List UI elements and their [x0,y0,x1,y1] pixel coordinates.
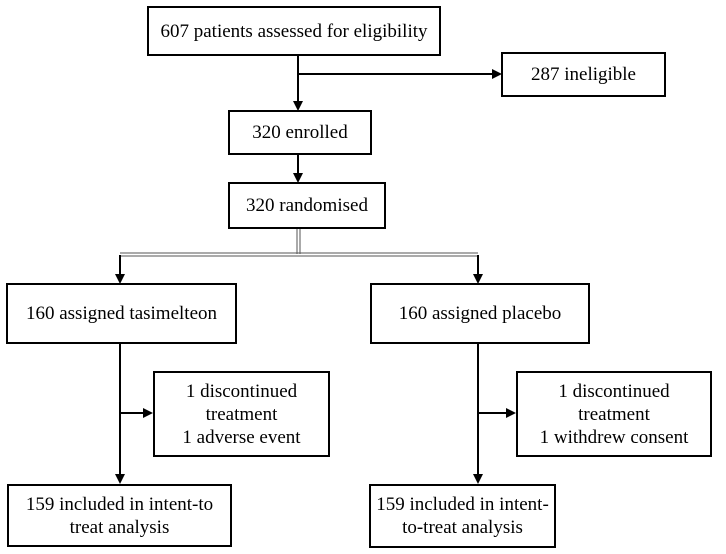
ineligible-box: 287 ineligible [501,52,666,97]
right-discontinued-line-3: 1 withdrew consent [539,426,689,448]
right-arm-assigned-box: 160 assigned placebo [370,283,590,344]
randomisation-split [120,229,478,257]
left-discontinued-line-2: treatment [205,403,278,425]
left-included-line-1: 159 included in intent-to [25,493,214,515]
right-discontinued-line-1: 1 discontinued [558,380,670,402]
randomised-box: 320 randomised [228,182,386,229]
left-discontinued-box: 1 discontinued treatment 1 adverse event [153,371,330,457]
assessed-text: 607 patients assessed for eligibility [160,20,428,42]
enrolled-box: 320 enrolled [228,110,372,155]
right-included-box: 159 included in intent- to-treat analysi… [369,484,556,548]
right-included-line-2: to-treat analysis [402,517,523,538]
left-discontinued-line-3: 1 adverse event [182,426,301,448]
left-arm-assigned-text: 160 assigned tasimelteon [25,303,218,324]
assessed-box: 607 patients assessed for eligibility [147,6,441,56]
left-included-line-2: treat analysis [69,516,170,538]
left-included-box: 159 included in intent-to treat analysis [7,484,232,547]
right-discontinued-line-2: treatment [578,403,650,425]
left-discontinued-line-1: 1 discontinued [185,380,298,402]
enrolled-text: 320 enrolled [252,122,348,143]
right-included-line-1: 159 included in intent- [376,494,549,515]
ineligible-text: 287 ineligible [530,64,636,85]
randomised-text: 320 randomised [246,195,368,216]
left-arm-assigned-box: 160 assigned tasimelteon [6,283,237,344]
right-arm-assigned-text: 160 assigned placebo [398,303,562,324]
right-discontinued-box: 1 discontinued treatment 1 withdrew cons… [516,371,712,457]
